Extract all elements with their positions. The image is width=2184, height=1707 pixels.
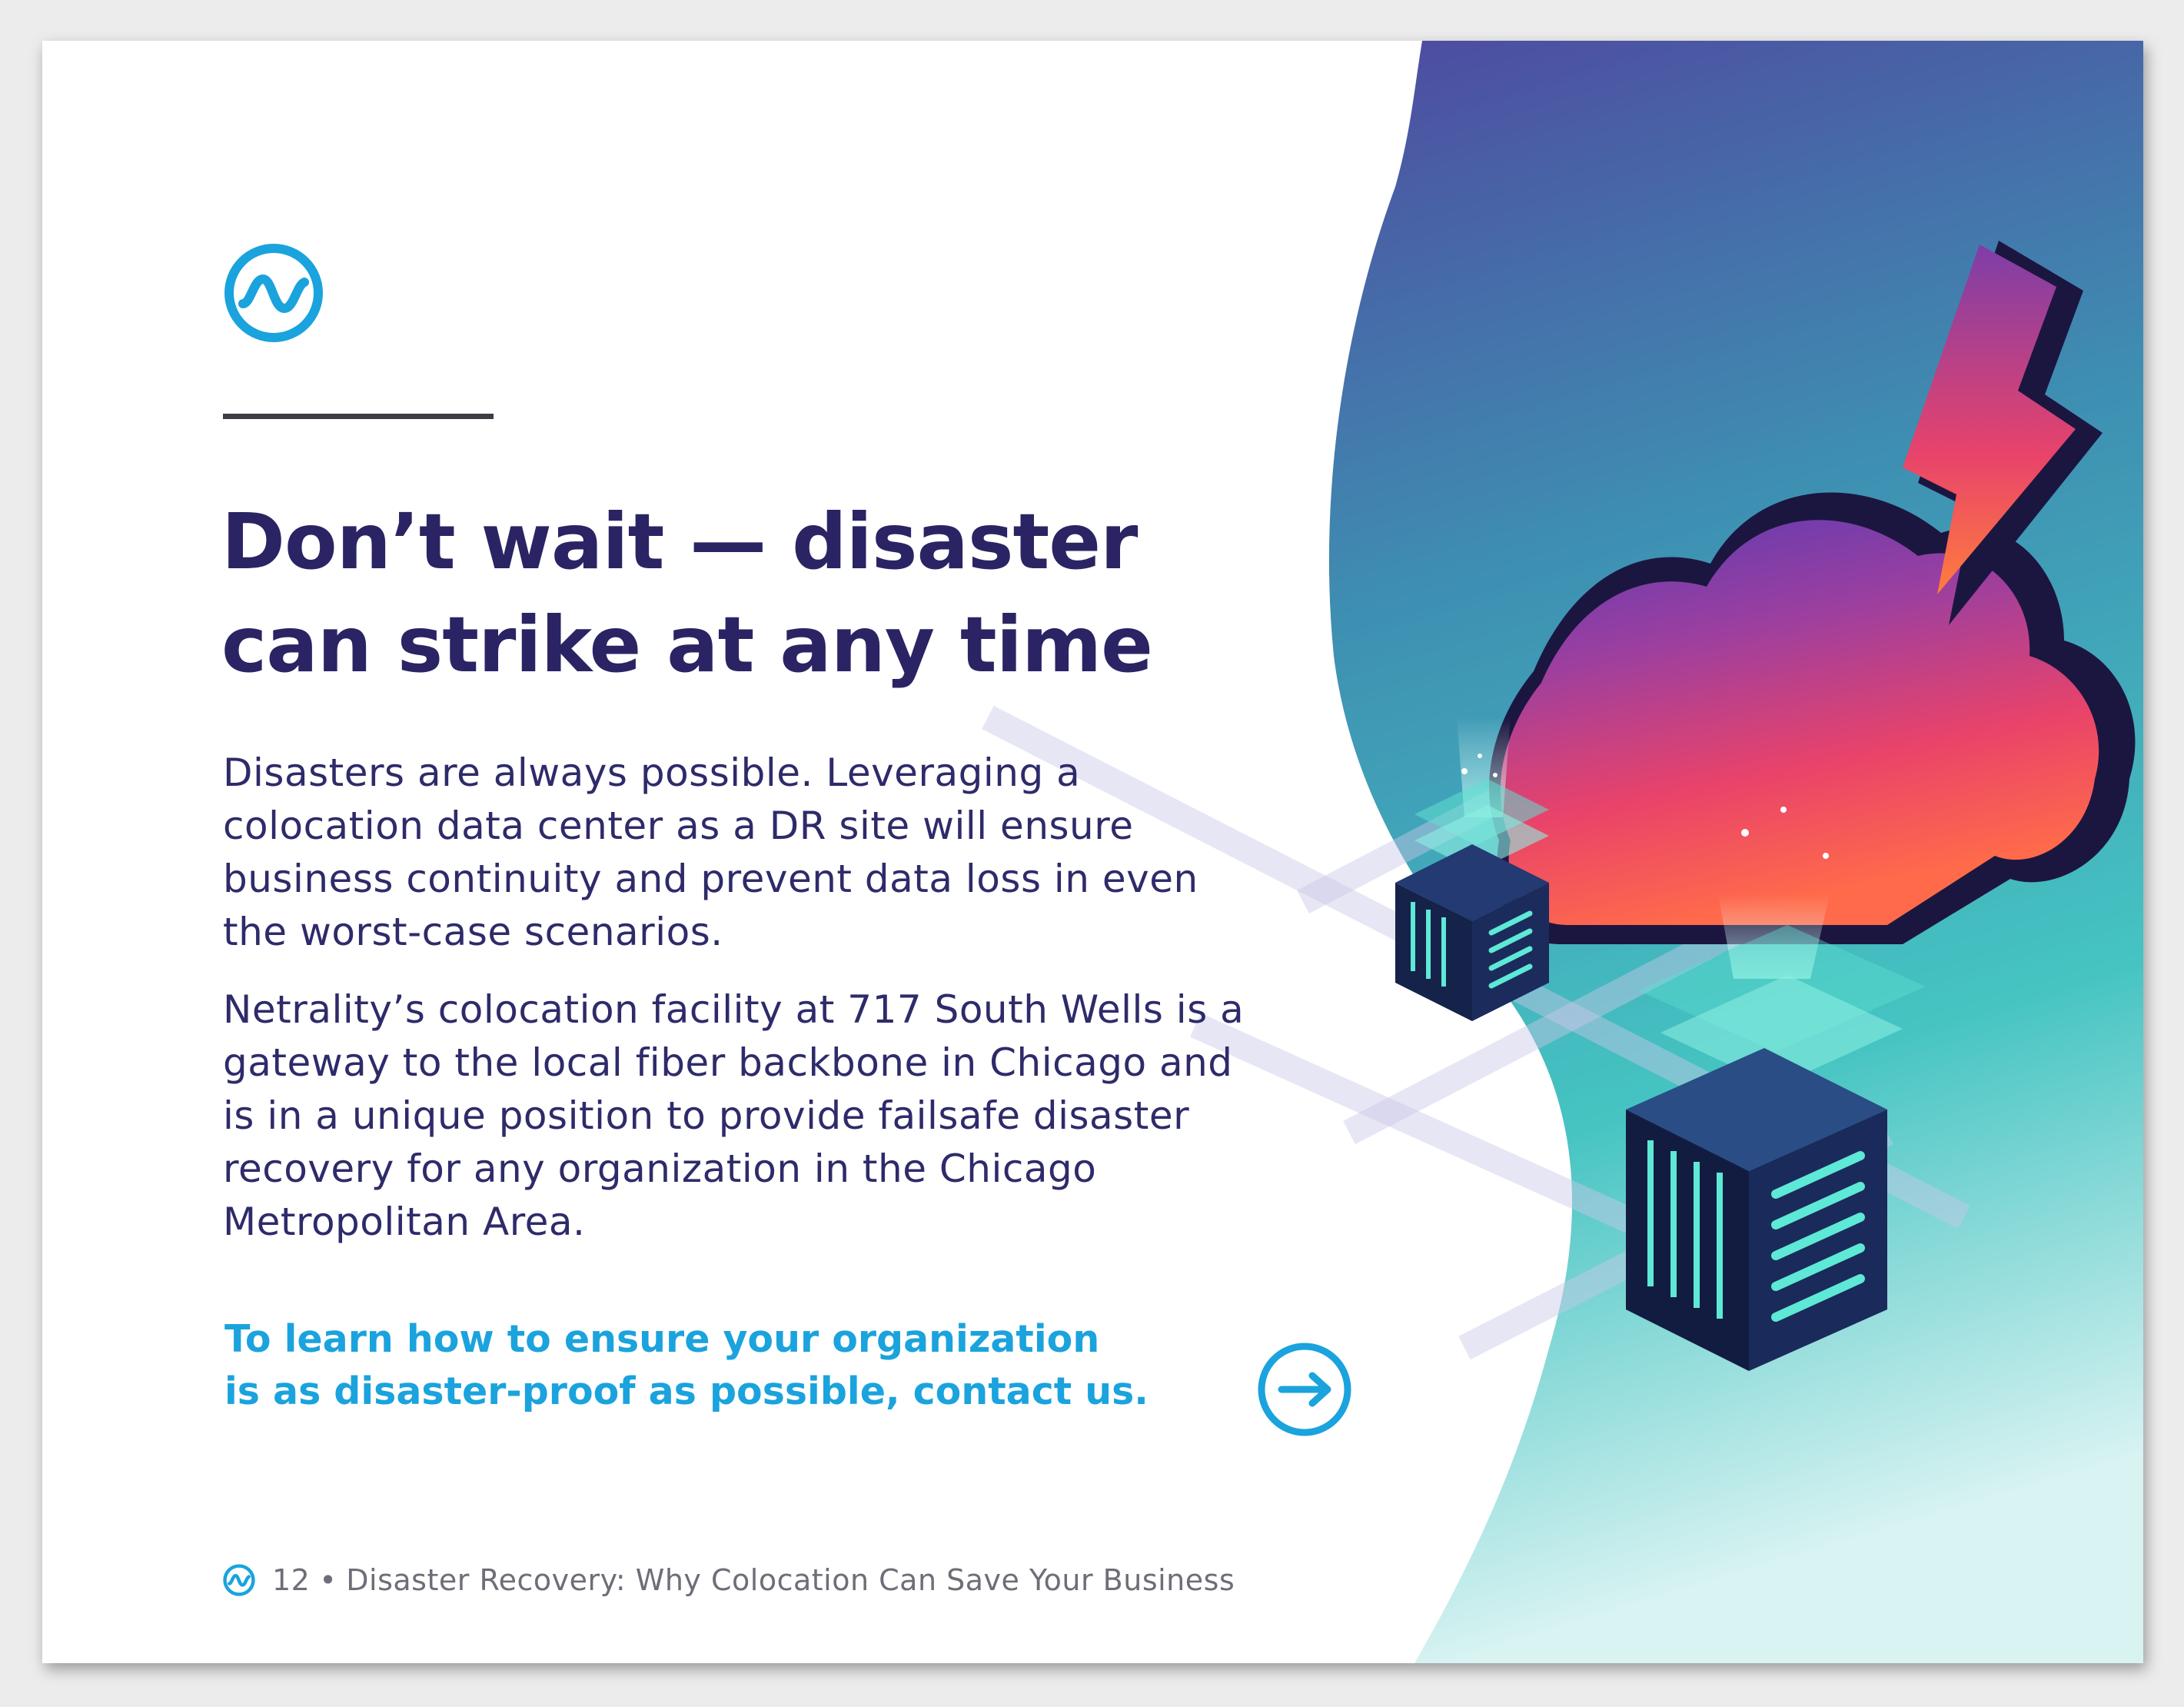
cta-line[interactable]: is as disaster-proof as possible, contac…: [224, 1369, 1149, 1413]
document-title: Disaster Recovery: Why Colocation Can Sa…: [346, 1563, 1235, 1597]
facility-paragraph: Netrality’s colocation facility at 717 S…: [223, 983, 1453, 1249]
paragraph-line: the worst-case scenarios.: [223, 910, 723, 954]
paragraph-line: gateway to the local fiber backbone in C…: [223, 1040, 1233, 1085]
headline-line: can strike at any time: [221, 600, 1153, 690]
page-number: 12: [272, 1563, 311, 1597]
brochure-page: Don’t wait — disaster can strike at any …: [42, 41, 2143, 1663]
arrow-right-circle-icon[interactable]: [1255, 1340, 1354, 1439]
divider-rule: [223, 414, 494, 419]
paragraph-line: colocation data center as a DR site will…: [223, 804, 1134, 848]
headline-line: Don’t wait — disaster: [221, 497, 1138, 587]
netrality-logo-icon: [224, 244, 323, 342]
netrality-logo-icon: [223, 1564, 255, 1596]
lightning-bolt-icon: [1903, 241, 2103, 625]
paragraph-line: recovery for any organization in the Chi…: [223, 1146, 1097, 1191]
paragraph-line: is in a unique position to provide fails…: [223, 1093, 1190, 1138]
cloud-icon: [1489, 492, 2136, 944]
page-footer: 12 • Disaster Recovery: Why Colocation C…: [223, 1561, 1235, 1599]
paragraph-line: Disasters are always possible. Leveragin…: [223, 750, 1081, 795]
intro-paragraph: Disasters are always possible. Leveragin…: [223, 747, 1453, 959]
paragraph-line: business continuity and prevent data los…: [223, 857, 1198, 901]
cta-line[interactable]: To learn how to ensure your organization: [224, 1317, 1100, 1361]
paragraph-line: Metropolitan Area.: [223, 1200, 586, 1244]
disaster-illustration: [982, 41, 2143, 1663]
server-tower-icon: [1626, 925, 1926, 1371]
contact-cta-text[interactable]: To learn how to ensure your organization…: [224, 1313, 1239, 1418]
footer-separator: •: [319, 1563, 337, 1597]
server-tower-icon: [1395, 779, 1549, 1021]
page-headline: Don’t wait — disaster can strike at any …: [221, 491, 1375, 697]
paragraph-line: Netrality’s colocation facility at 717 S…: [223, 987, 1245, 1032]
